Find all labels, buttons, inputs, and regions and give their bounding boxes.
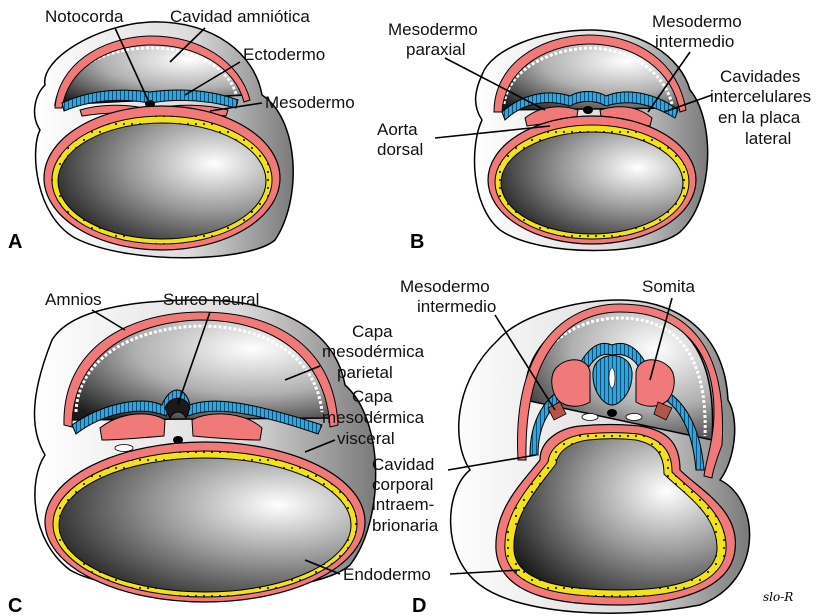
- cavity-left-c: [115, 445, 133, 452]
- label-cavidades-4: lateral: [745, 129, 791, 148]
- label-capa-visceral-3: visceral: [337, 429, 395, 448]
- label-mesodermo: Mesodermo: [265, 93, 355, 112]
- yolk-cavity-b: [501, 132, 683, 234]
- label-aorta-1: Aorta: [377, 120, 418, 139]
- label-notocorda: Notocorda: [45, 7, 124, 26]
- label-cavidad-corporal-3: intraem-: [372, 495, 434, 514]
- label-capa-visceral-1: Capa: [352, 387, 393, 406]
- label-amnios: Amnios: [45, 290, 102, 309]
- label-mesodermo-intermedio-d-1: Mesodermo: [400, 277, 490, 296]
- panel-b: B Mesodermo paraxial Mesodermo intermedi…: [377, 12, 811, 253]
- panel-letter-a: A: [8, 231, 22, 253]
- label-cavidad-corporal-4: brionaria: [372, 516, 439, 535]
- label-cavidad-corporal-2: corporal: [372, 475, 433, 494]
- panel-letter-d: D: [412, 595, 426, 616]
- panel-letter-b: B: [410, 231, 424, 253]
- label-cavidad-corporal-1: Cavidad: [372, 455, 434, 474]
- label-somita: Somita: [642, 277, 695, 296]
- artist-signature: slo-R: [763, 590, 793, 604]
- label-mesodermo-intermedio-b-2: intermedio: [655, 32, 734, 51]
- somite-left-d: [552, 360, 590, 407]
- label-capa-parietal-1: Capa: [352, 322, 393, 341]
- notochord-b: [583, 106, 593, 114]
- panel-letter-c: C: [8, 595, 22, 616]
- label-ectodermo: Ectodermo: [243, 45, 325, 64]
- label-mesodermo-paraxial-1: Mesodermo: [388, 20, 478, 39]
- label-endodermo: Endodermo: [343, 565, 431, 584]
- label-capa-visceral-2: mesodérmica: [322, 408, 425, 427]
- label-cavidades-1: Cavidades: [720, 67, 800, 86]
- panel-d: D slo-R Mesodermo intermedio Somita Cavi…: [372, 277, 793, 616]
- label-aorta-2: dorsal: [377, 140, 423, 159]
- cavity-left-d: [582, 414, 598, 421]
- neural-canal-d: [609, 368, 615, 388]
- panel-a: A Notocorda Cavidad amniótica Ectodermo …: [8, 7, 355, 258]
- label-mesodermo-paraxial-2: paraxial: [406, 40, 466, 59]
- label-mesodermo-intermedio-d-2: intermedio: [417, 297, 496, 316]
- cavity-right-d: [626, 414, 642, 421]
- label-surco-neural: Surco neural: [163, 290, 259, 309]
- yolk-cavity-a: [58, 123, 266, 239]
- somite-right-d: [636, 360, 674, 407]
- label-capa-parietal-3: parietal: [337, 363, 393, 382]
- label-cavidades-3: en la placa: [718, 108, 801, 127]
- label-capa-parietal-2: mesodérmica: [322, 342, 425, 361]
- yolk-cavity-c: [59, 458, 351, 592]
- label-cavidad-amniotica: Cavidad amniótica: [170, 7, 310, 26]
- notochord-d: [607, 409, 617, 417]
- label-cavidades-2: intercelulares: [710, 87, 811, 106]
- label-mesodermo-intermedio-b-1: Mesodermo: [652, 12, 742, 31]
